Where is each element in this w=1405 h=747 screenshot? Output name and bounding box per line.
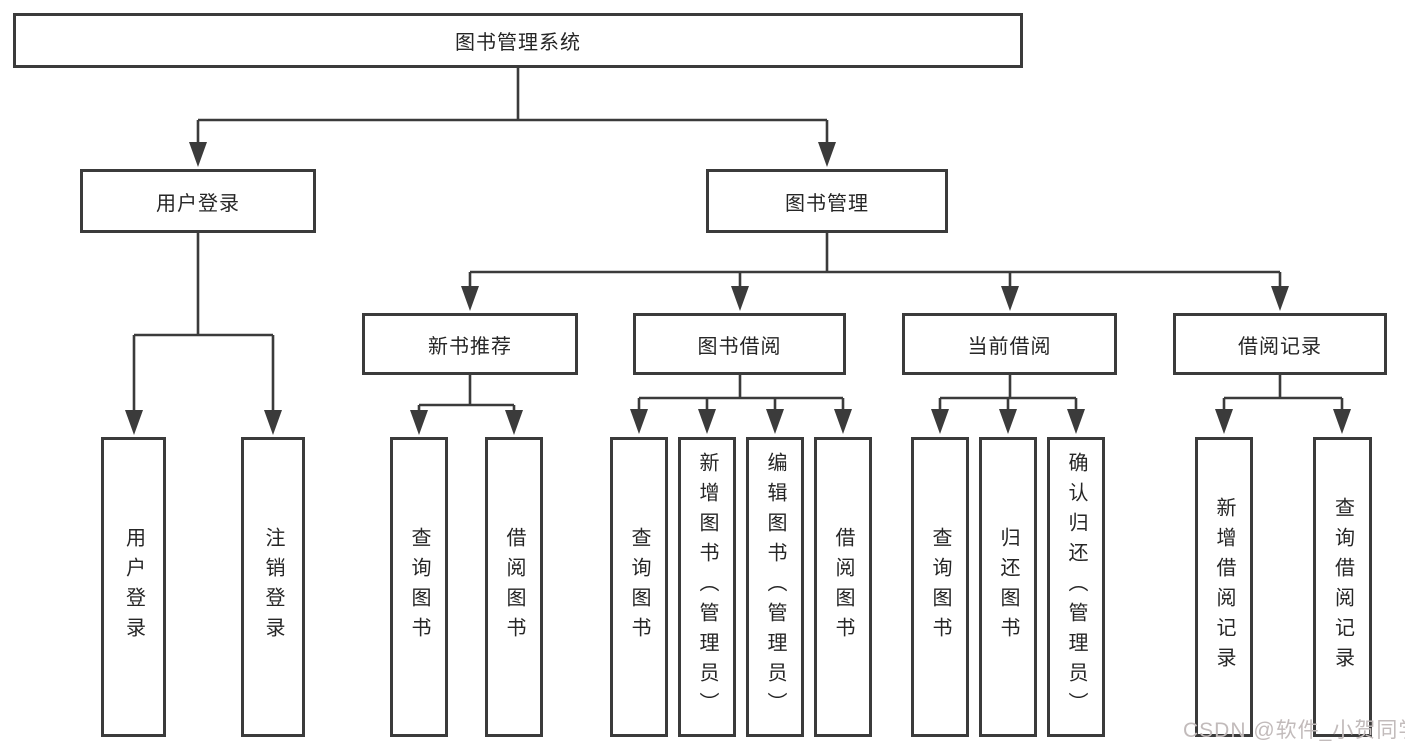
leaf-nbr-borrow-books-label: 借阅图书 xyxy=(503,527,525,647)
leaf-br-query-record-label: 查询借阅记录 xyxy=(1331,497,1354,677)
leaf-bb-borrow-books: 借阅图书 xyxy=(814,437,872,737)
leaf-cb-return-books: 归还图书 xyxy=(979,437,1037,737)
leaf-bb-edit-books-admin: 编辑图书（管理员） xyxy=(746,437,804,737)
leaf-bb-query-books: 查询图书 xyxy=(610,437,668,737)
leaf-bb-add-books-admin-label: 新增图书（管理员） xyxy=(696,452,718,722)
leaf-logout-label: 注销登录 xyxy=(262,527,284,647)
leaf-bb-edit-books-admin-label: 编辑图书（管理员） xyxy=(764,452,786,722)
leaf-cb-return-books-label: 归还图书 xyxy=(997,527,1019,647)
node-book-management-label: 图书管理 xyxy=(785,192,869,215)
leaf-cb-confirm-return-admin-label: 确认归还（管理员） xyxy=(1065,452,1087,722)
leaf-logout: 注销登录 xyxy=(241,437,305,737)
node-current-borrow-label: 当前借阅 xyxy=(967,335,1052,358)
leaf-cb-query-books-label: 查询图书 xyxy=(929,527,951,647)
leaf-br-add-record-label: 新增借阅记录 xyxy=(1213,497,1235,677)
node-user-login: 用户登录 xyxy=(80,169,316,233)
node-book-borrow-label: 图书借阅 xyxy=(697,335,782,358)
leaf-br-query-record: 查询借阅记录 xyxy=(1313,437,1372,737)
leaf-user-login-label: 用户登录 xyxy=(122,527,145,647)
node-user-login-label: 用户登录 xyxy=(156,192,240,215)
leaf-cb-confirm-return-admin: 确认归还（管理员） xyxy=(1047,437,1105,737)
leaf-nbr-borrow-books: 借阅图书 xyxy=(485,437,543,737)
node-current-borrow: 当前借阅 xyxy=(902,313,1117,375)
node-book-borrow: 图书借阅 xyxy=(633,313,846,375)
leaf-nbr-query-books-label: 查询图书 xyxy=(408,527,430,647)
leaf-bb-query-books-label: 查询图书 xyxy=(628,527,650,647)
leaf-br-add-record: 新增借阅记录 xyxy=(1195,437,1253,737)
node-new-book-recommend-label: 新书推荐 xyxy=(428,335,512,358)
node-root-label: 图书管理系统 xyxy=(455,32,581,54)
leaf-user-login: 用户登录 xyxy=(101,437,166,737)
node-borrow-records-label: 借阅记录 xyxy=(1238,335,1322,358)
node-book-management: 图书管理 xyxy=(706,169,948,233)
leaf-bb-add-books-admin: 新增图书（管理员） xyxy=(678,437,736,737)
watermark-csdn: CSDN @软件_小贺同学 xyxy=(1183,719,1405,742)
leaf-nbr-query-books: 查询图书 xyxy=(390,437,448,737)
node-root: 图书管理系统 xyxy=(13,13,1023,68)
node-borrow-records: 借阅记录 xyxy=(1173,313,1387,375)
node-new-book-recommend: 新书推荐 xyxy=(362,313,578,375)
leaf-bb-borrow-books-label: 借阅图书 xyxy=(832,527,854,647)
leaf-cb-query-books: 查询图书 xyxy=(911,437,969,737)
